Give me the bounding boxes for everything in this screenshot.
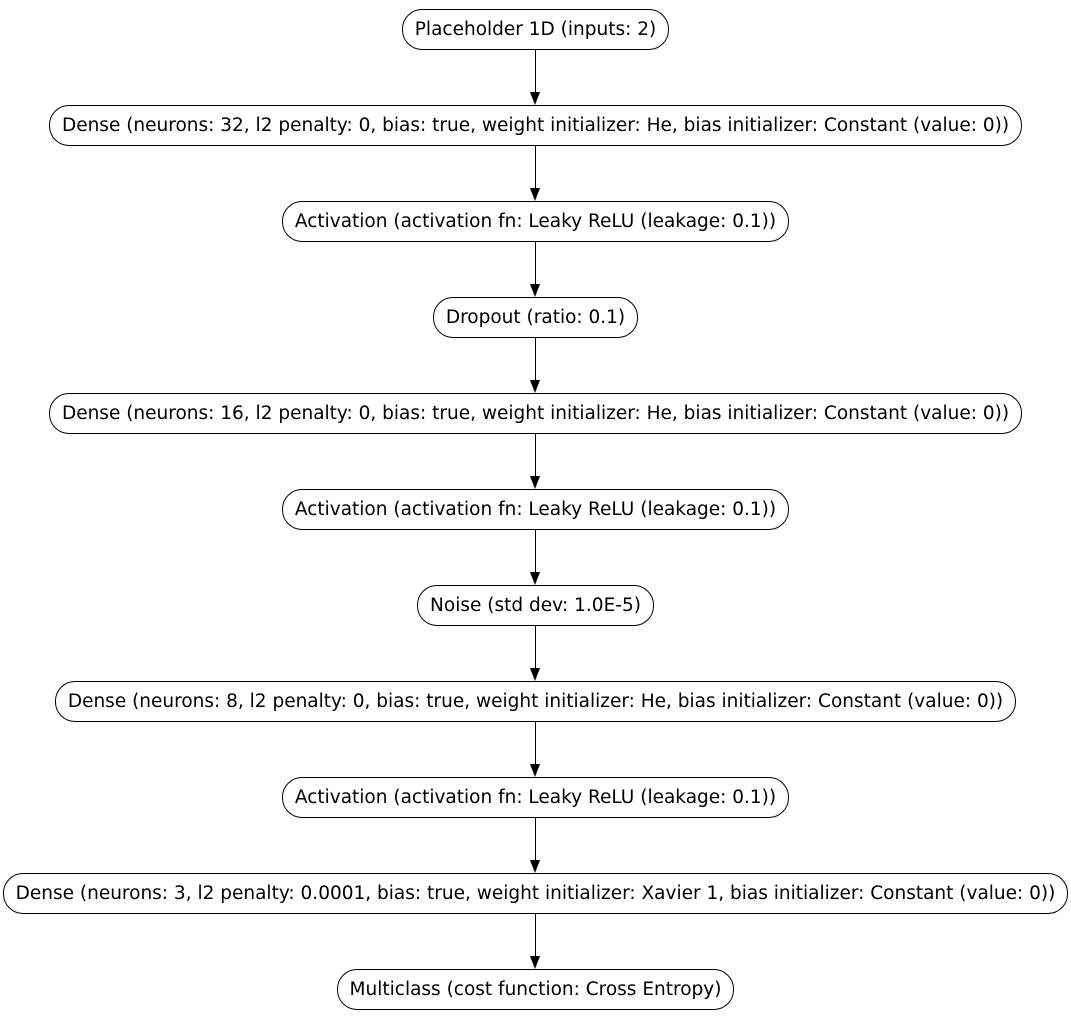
node-multiclass: Multiclass (cost function: Cross Entropy… [336,969,735,1010]
edge-line [535,818,536,860]
edge-arrow-9 [530,818,541,873]
graph-node-label: Multiclass (cost function: Cross Entropy… [349,979,722,1000]
edge-line [535,50,536,92]
edge-arrow-7 [530,626,541,681]
arrowhead-down-icon [530,188,540,201]
graph-node-label: Activation (activation fn: Leaky ReLU (l… [294,211,777,232]
graph-node-label: Dropout (ratio: 0.1) [445,307,626,328]
edge-line [535,530,536,572]
edge-arrow-10 [530,914,541,969]
arrowhead-down-icon [530,284,540,297]
graph-node-label: Dense (neurons: 8, l2 penalty: 0, bias: … [67,691,1004,712]
node-dense-8: Dense (neurons: 8, l2 penalty: 0, bias: … [54,681,1017,722]
edge-arrow-2 [530,146,541,201]
arrowhead-down-icon [530,380,540,393]
graph-node-label: Activation (activation fn: Leaky ReLU (l… [294,787,777,808]
arrowhead-down-icon [530,860,540,873]
arrowhead-down-icon [530,572,540,585]
arrowhead-down-icon [530,668,540,681]
edge-arrow-1 [530,50,541,105]
node-activation-1: Activation (activation fn: Leaky ReLU (l… [281,201,790,242]
edge-arrow-5 [530,434,541,489]
edge-arrow-6 [530,530,541,585]
edge-arrow-4 [530,338,541,393]
node-placeholder-1d: Placeholder 1D (inputs: 2) [401,9,670,50]
node-dense-16: Dense (neurons: 16, l2 penalty: 0, bias:… [48,393,1023,434]
graph-node-label: Placeholder 1D (inputs: 2) [414,19,657,40]
node-dense-32: Dense (neurons: 32, l2 penalty: 0, bias:… [48,105,1023,146]
edge-line [535,242,536,284]
edge-line [535,434,536,476]
edge-arrow-8 [530,722,541,777]
edge-line [535,146,536,188]
arrowhead-down-icon [530,956,540,969]
graph-node-label: Activation (activation fn: Leaky ReLU (l… [294,499,777,520]
graph-node-label: Dense (neurons: 32, l2 penalty: 0, bias:… [61,115,1010,136]
node-dropout: Dropout (ratio: 0.1) [432,297,639,338]
graph-node-label: Dense (neurons: 16, l2 penalty: 0, bias:… [61,403,1010,424]
edge-arrow-3 [530,242,541,297]
graph-node-label: Noise (std dev: 1.0E-5) [430,595,641,616]
node-activation-3: Activation (activation fn: Leaky ReLU (l… [281,777,790,818]
arrowhead-down-icon [530,92,540,105]
graph-node-label: Dense (neurons: 3, l2 penalty: 0.0001, b… [15,883,1056,904]
arrowhead-down-icon [530,476,540,489]
edge-line [535,914,536,956]
node-dense-3: Dense (neurons: 3, l2 penalty: 0.0001, b… [2,873,1069,914]
edge-line [535,626,536,668]
node-activation-2: Activation (activation fn: Leaky ReLU (l… [281,489,790,530]
edge-line [535,338,536,380]
arrowhead-down-icon [530,764,540,777]
edge-line [535,722,536,764]
node-noise: Noise (std dev: 1.0E-5) [417,585,654,626]
